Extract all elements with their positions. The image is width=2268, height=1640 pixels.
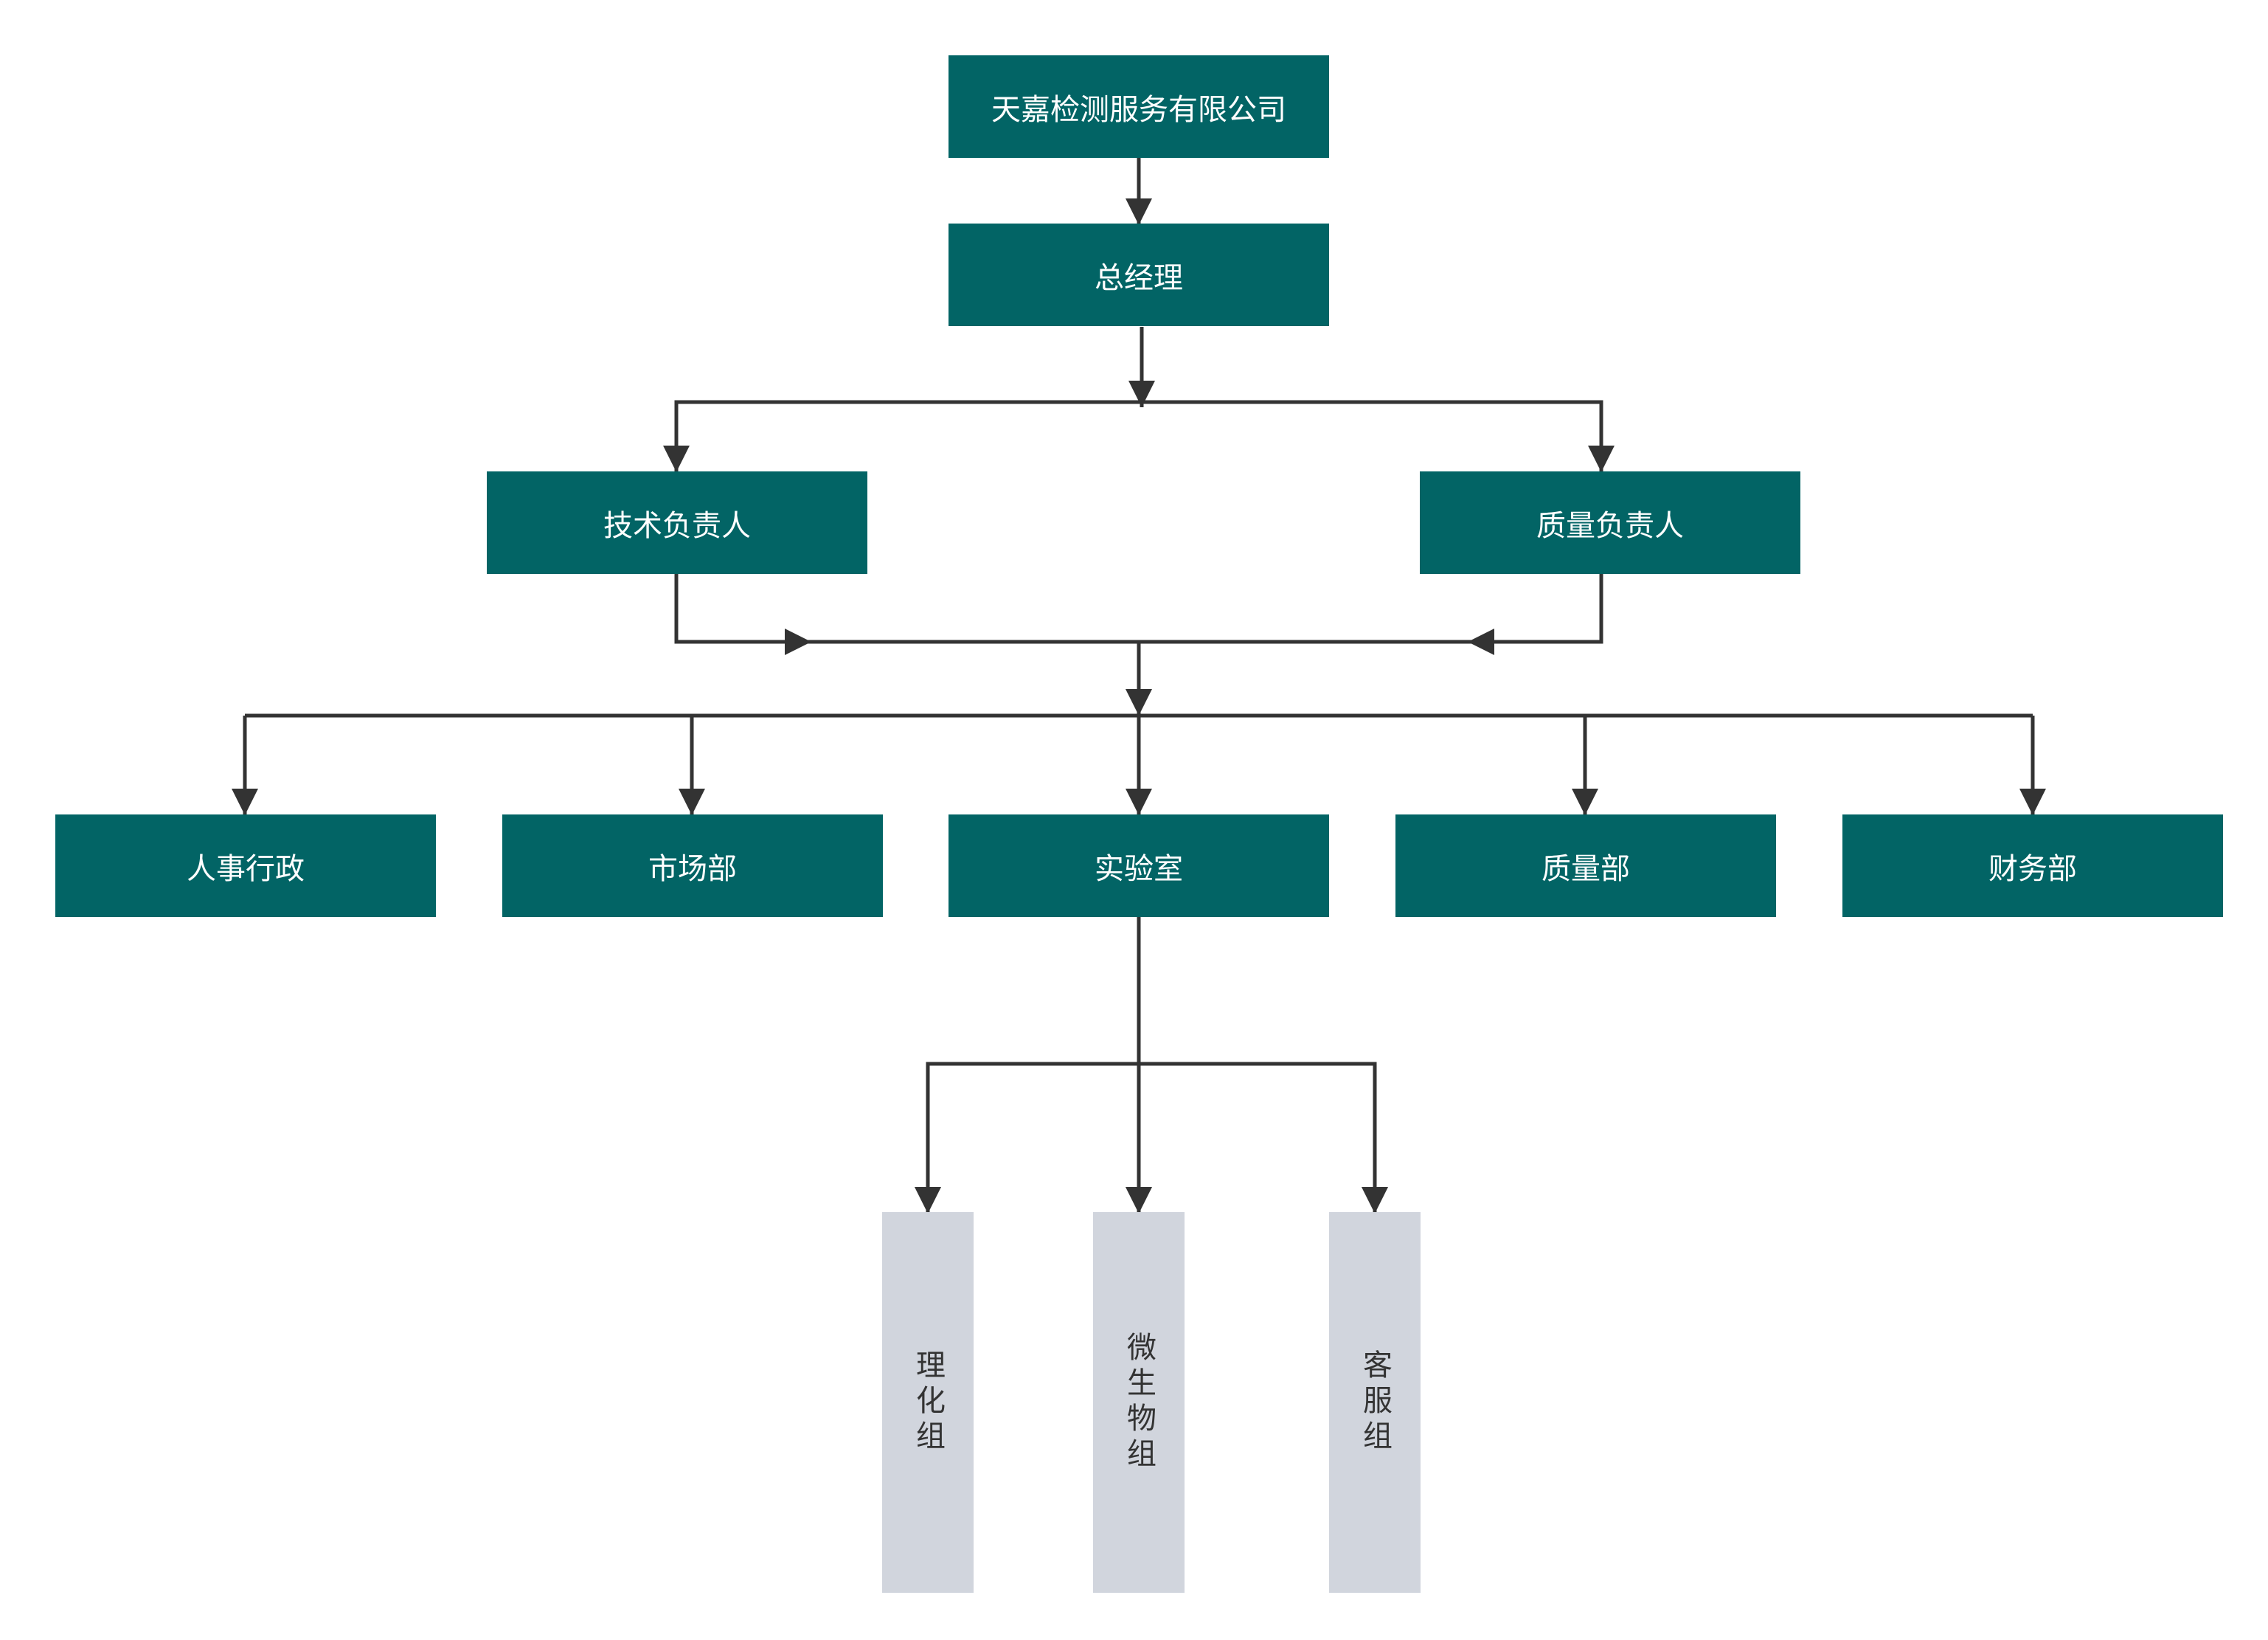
node-hr-admin-label: 人事行政 bbox=[187, 851, 305, 886]
node-microbio-group[interactable]: 微生物组 bbox=[1093, 1212, 1185, 1593]
node-tech-lead[interactable]: 技术负责人 bbox=[487, 471, 867, 574]
node-quality-dept-label: 质量部 bbox=[1542, 851, 1630, 886]
node-company[interactable]: 天嘉检测服务有限公司 bbox=[949, 55, 1329, 158]
node-marketing[interactable]: 市场部 bbox=[502, 814, 883, 917]
node-laboratory-label: 实验室 bbox=[1095, 851, 1183, 886]
edge-tech-merge bbox=[674, 574, 811, 655]
edge-quality-merge bbox=[1468, 574, 1603, 655]
node-hr-admin[interactable]: 人事行政 bbox=[55, 814, 436, 917]
node-marketing-label: 市场部 bbox=[648, 851, 737, 886]
edge-split-quality bbox=[1142, 400, 1615, 472]
node-general-manager-label: 总经理 bbox=[1095, 260, 1183, 295]
node-service-group-label: 客服组 bbox=[1358, 1349, 1392, 1456]
node-company-label: 天嘉检测服务有限公司 bbox=[991, 92, 1286, 127]
node-phys-chem-group-label: 理化组 bbox=[911, 1349, 945, 1456]
node-finance-label: 财务部 bbox=[1988, 851, 2077, 886]
edge-split-tech bbox=[663, 400, 1142, 472]
node-quality-lead[interactable]: 质量负责人 bbox=[1420, 471, 1800, 574]
node-quality-lead-label: 质量负责人 bbox=[1536, 508, 1684, 543]
node-tech-lead-label: 技术负责人 bbox=[603, 508, 751, 543]
edge-lab-service bbox=[1139, 1062, 1388, 1214]
node-service-group[interactable]: 客服组 bbox=[1329, 1212, 1421, 1593]
node-quality-dept[interactable]: 质量部 bbox=[1395, 814, 1776, 917]
node-laboratory[interactable]: 实验室 bbox=[949, 814, 1329, 917]
edge-lab-physchem bbox=[915, 1062, 1139, 1214]
node-finance[interactable]: 财务部 bbox=[1842, 814, 2223, 917]
node-phys-chem-group[interactable]: 理化组 bbox=[882, 1212, 974, 1593]
node-general-manager[interactable]: 总经理 bbox=[949, 224, 1329, 326]
node-microbio-group-label: 微生物组 bbox=[1122, 1332, 1156, 1473]
